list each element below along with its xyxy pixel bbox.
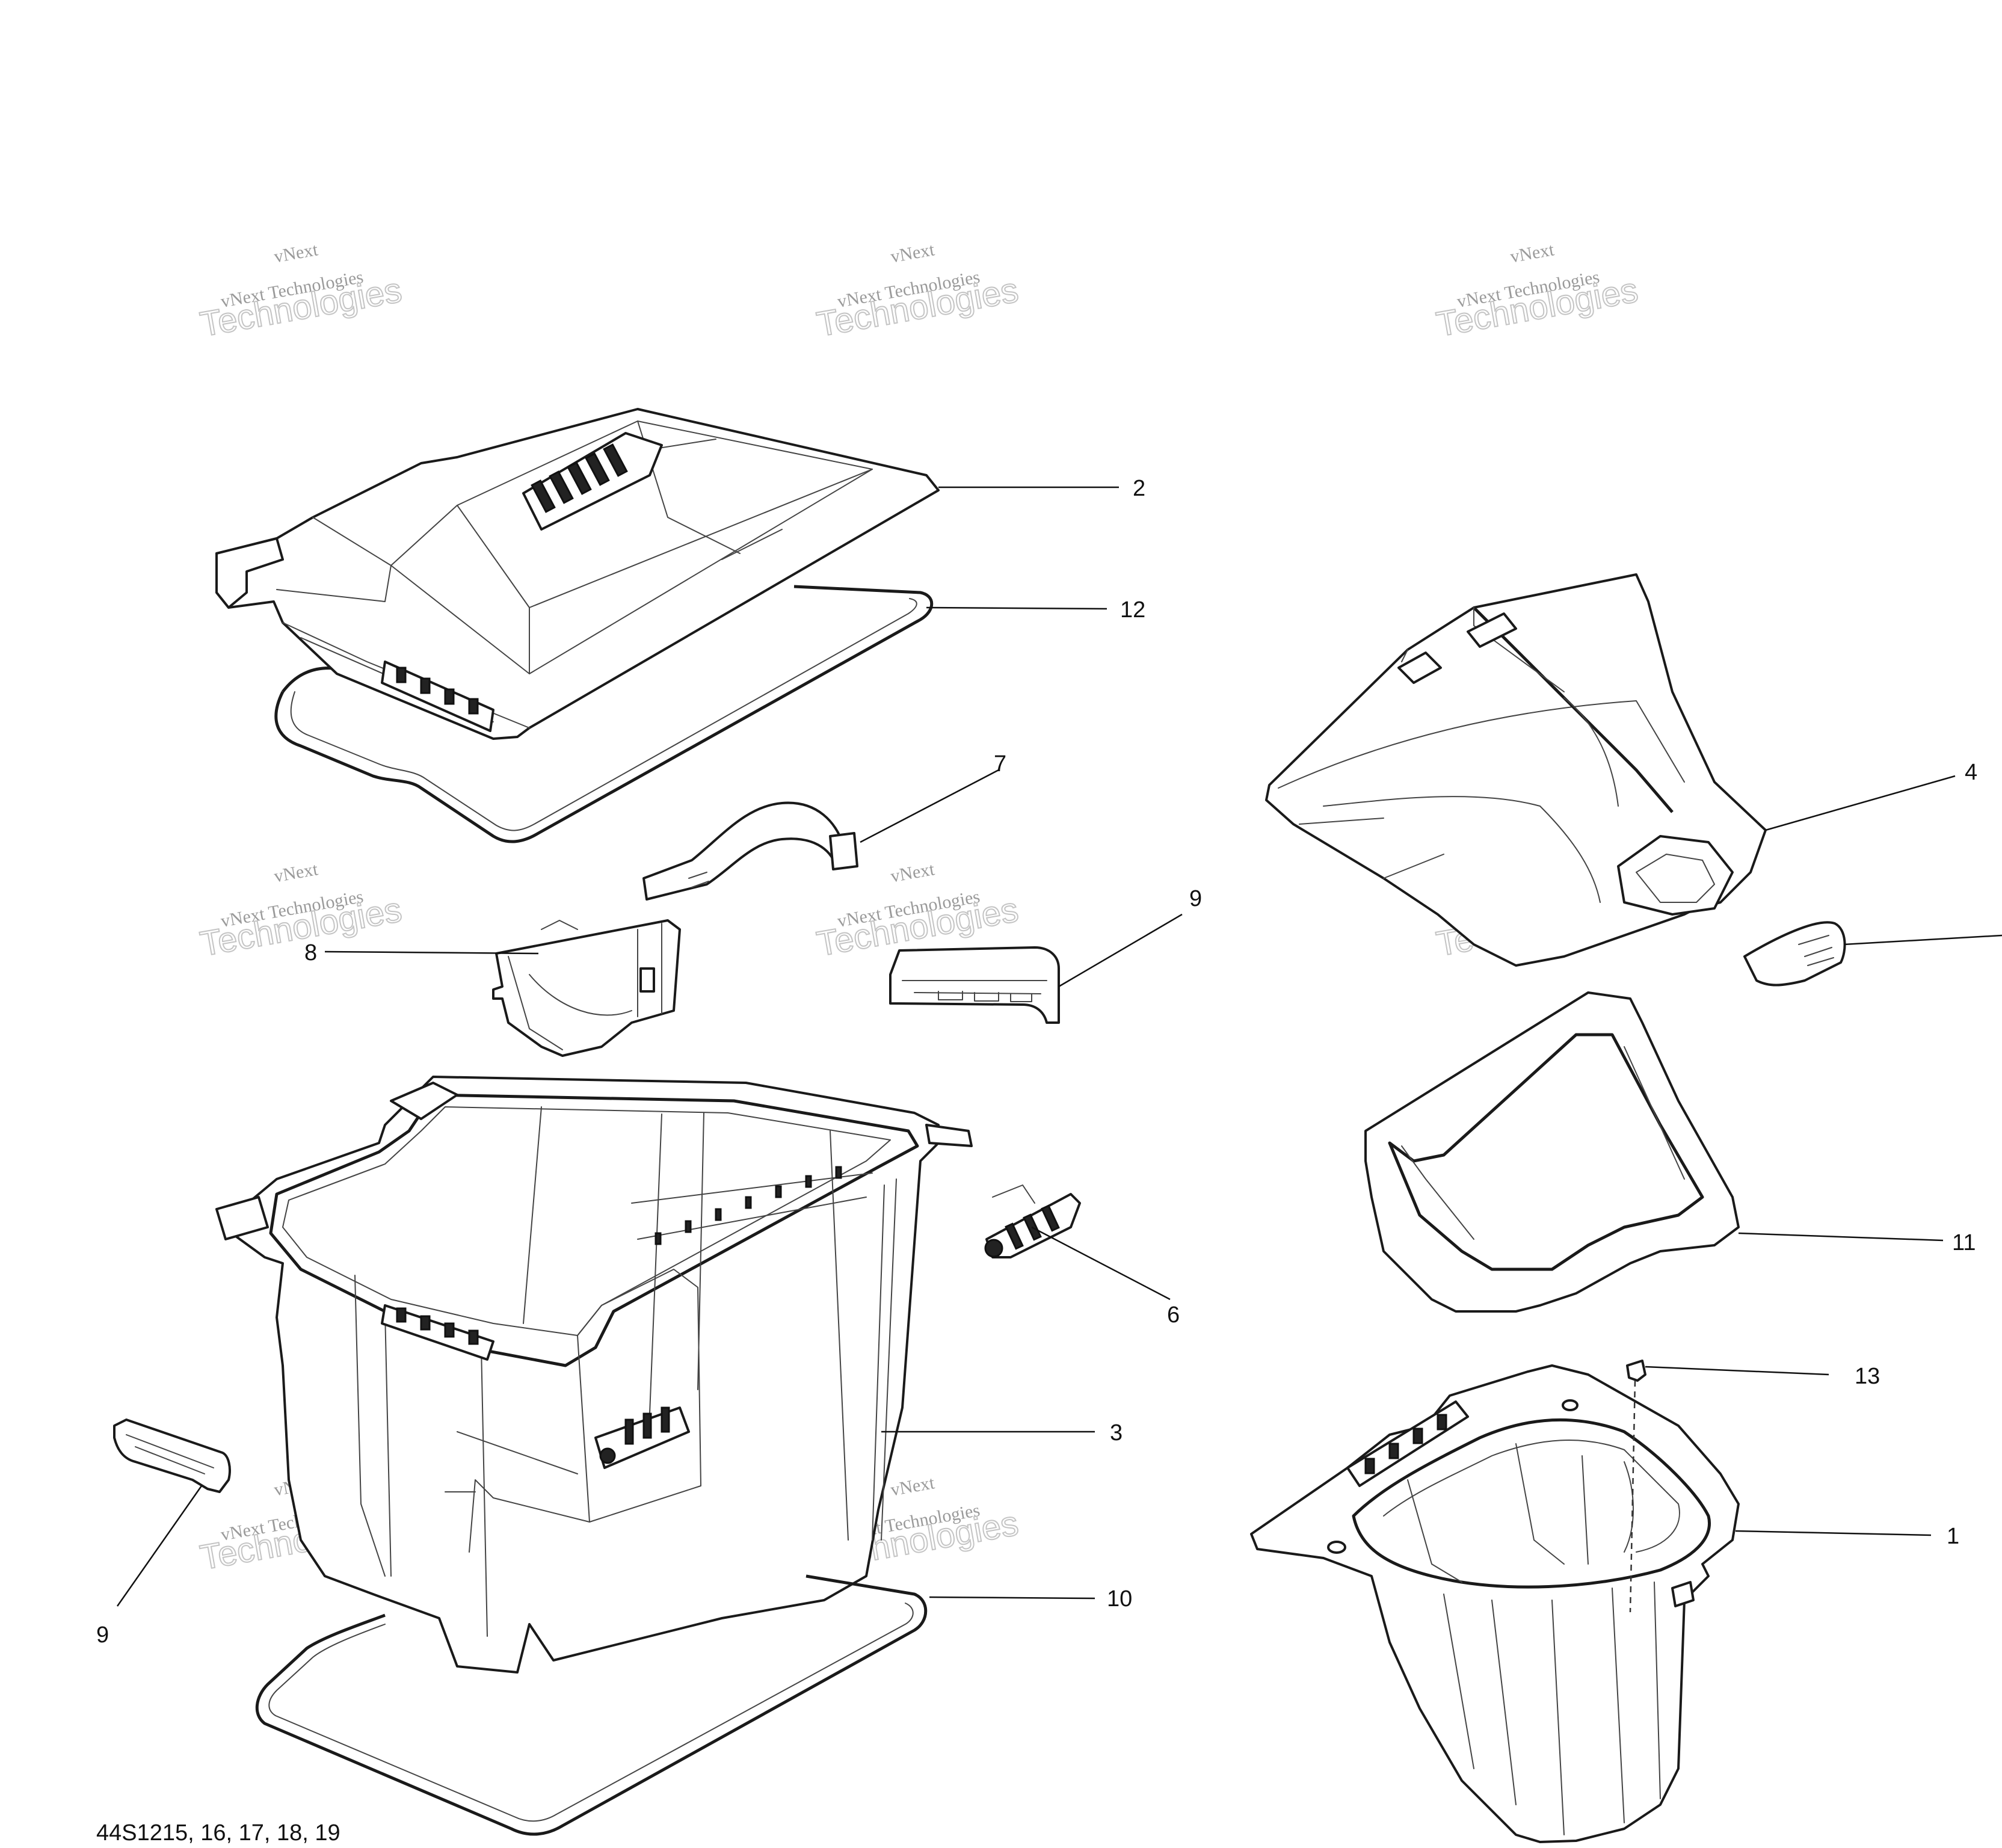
callout-4: 4 <box>1965 760 1977 785</box>
part-8-latch-bracket <box>492 919 681 1057</box>
part-13-screw <box>1626 1360 1646 1613</box>
svg-text:vNext: vNext <box>889 239 937 266</box>
watermark-top-right: vNext vNext Technologies Technologies <box>1433 239 1642 345</box>
reference-code: 44S1215, 16, 17, 18, 19 <box>96 1820 340 1846</box>
callout-1: 1 <box>1947 1524 1959 1549</box>
part-4-cone-cover <box>1265 573 1767 967</box>
watermark-middle-left: vNext vNext Technologies Technologies <box>197 859 405 964</box>
svg-text:vNext: vNext <box>1509 239 1556 266</box>
callout-9-upper: 9 <box>1189 886 1202 911</box>
part-1-bottom-container <box>1250 1364 1740 1843</box>
part-7-strap <box>642 801 858 901</box>
callout-13: 13 <box>1855 1364 1880 1389</box>
watermark-top-center: vNext vNext Technologies Technologies <box>813 239 1022 345</box>
part-10-bin-seal <box>255 1574 928 1836</box>
callout-3: 3 <box>1110 1420 1123 1446</box>
part-2-lid <box>215 408 940 740</box>
leader-lines <box>116 486 2002 1607</box>
callout-labels: 2 12 7 8 9 6 3 9 10 4 11 13 1 <box>96 476 1977 1648</box>
small-cover-part <box>1743 921 1846 987</box>
callout-10: 10 <box>1107 1586 1132 1612</box>
callout-11: 11 <box>1952 1230 1976 1255</box>
callout-7: 7 <box>994 751 1006 777</box>
part-11-frame <box>1364 991 1740 1313</box>
callout-12: 12 <box>1120 597 1145 623</box>
svg-text:vNext: vNext <box>273 859 320 886</box>
part-3-storage-bin <box>215 1076 973 1674</box>
svg-text:vNext: vNext <box>889 859 937 886</box>
svg-text:vNext: vNext <box>273 239 320 266</box>
callout-6: 6 <box>1167 1302 1180 1328</box>
watermark-top-left: vNext vNext Technologies Technologies <box>197 239 405 345</box>
callout-2: 2 <box>1133 476 1145 501</box>
part-9-handle-cover-upper <box>889 946 1060 1024</box>
callout-9-lower: 9 <box>96 1622 109 1648</box>
part-9-handle-cover-lower <box>113 1418 231 1493</box>
svg-text:vNext: vNext <box>889 1473 937 1500</box>
callout-8: 8 <box>304 940 317 966</box>
part-6-buckle <box>984 1184 1081 1258</box>
